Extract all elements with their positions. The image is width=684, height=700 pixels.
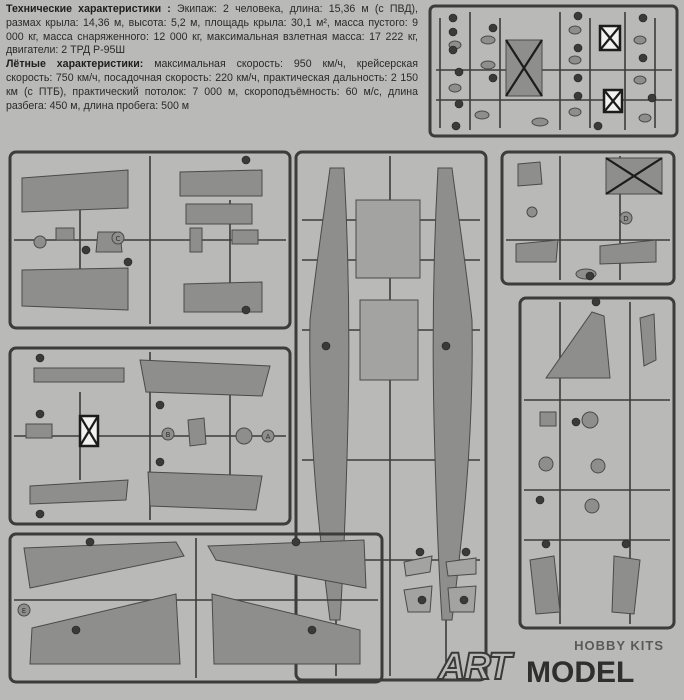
flight-specs-heading: Лётные характеристики: [6,58,144,71]
tech-specs-text: Экипаж: 2 человека, длина: 15,36 м (с ПВ… [6,3,418,57]
sprue-top-right [428,4,679,138]
sprue-b [8,346,292,526]
sprue-c [8,150,292,330]
logo-hobby-kits: HOBBY KITS [574,638,664,653]
brand-logo: HOBBY KITS ART MODEL [434,634,680,696]
sprue-letter: E [22,607,26,615]
part-callouts [35,11,657,635]
sprue-letter: A [266,433,271,441]
sprue-d [500,150,676,286]
sprue-letter-markers: C B D E A [17,211,633,617]
flight-specs-text: максимальная скорость: 950 км/ч, крейсер… [6,58,418,112]
specifications-text: Технические характеристики : Экипаж: 2 ч… [6,3,418,113]
sprue-wings [8,532,384,684]
logo-art: ART [437,645,512,689]
logo-model: MODEL [526,656,635,689]
sprue-e [518,296,676,630]
tech-specs-heading: Технические характеристики : [6,3,171,15]
sprue-letter: C [116,235,121,243]
sprue-a: A [294,150,488,682]
sprue-letter: B [166,431,171,439]
sprue-letter: D [623,215,628,223]
